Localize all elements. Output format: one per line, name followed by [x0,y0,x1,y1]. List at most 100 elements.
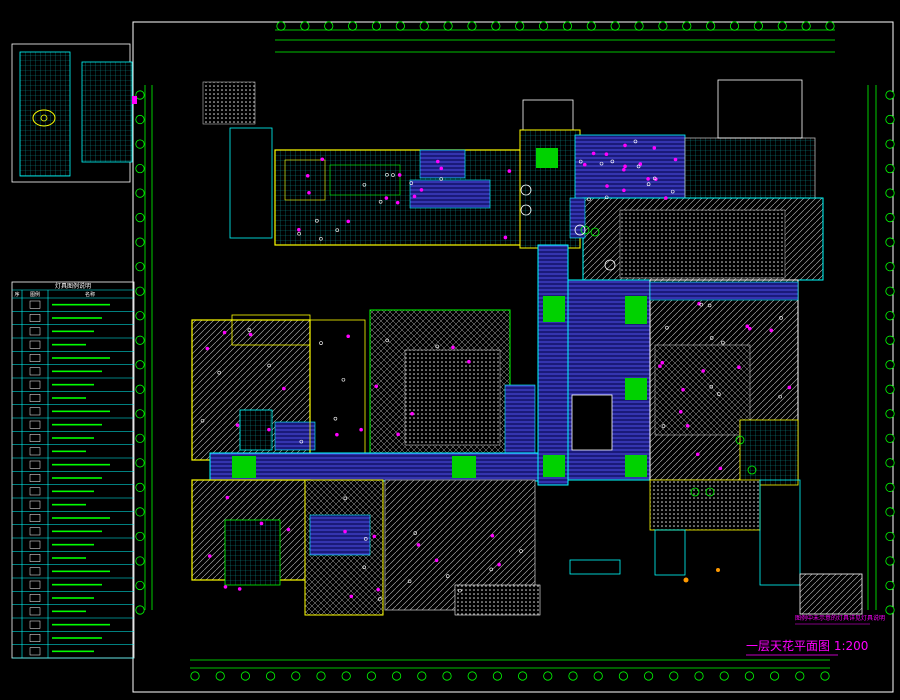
grid-axis-bubble [885,139,895,149]
grid-axis-bubble [795,671,805,681]
downlight [587,197,591,202]
legend-name-line [52,597,94,599]
grid-axis-bubble [135,433,145,443]
fire-sprinkler [410,411,414,416]
grid-axis-bubble [825,21,835,31]
grid-axis-bubble [801,21,811,31]
grid-axis-bubble [135,384,145,394]
grid-axis-bubble [885,433,895,443]
grid-axis-bubble [694,671,704,681]
exhaust-vent [604,259,616,271]
grid-axis-bubble [491,21,501,31]
legend-name-line [52,650,94,653]
grid-axis-bubble [135,580,145,591]
legend-symbol [29,340,41,349]
fire-sprinkler [451,345,455,350]
legend-col-name: 名称 [85,291,95,298]
fire-sprinkler [434,558,439,563]
downlight [435,344,439,349]
grid-axis-bubble [324,21,334,31]
fire-sprinkler [237,587,242,591]
fire-sprinkler [297,227,301,232]
ceiling-light [580,225,590,235]
grid-axis-bubble [135,188,145,198]
downlight [709,384,714,389]
fire-sprinkler [222,330,227,335]
legend-symbol [29,580,41,589]
fire-sprinkler [335,432,339,437]
grid-axis-bubble [885,311,895,321]
ceiling-light [747,465,757,475]
grid-axis-bubble [442,671,452,681]
grid-axis-bubble [135,507,145,517]
fire-sprinkler [591,151,596,156]
grid-axis-bubble [634,21,644,31]
drawing-frame [132,21,894,693]
grid-axis-bubble [538,21,549,31]
grid-axis-bubble [371,21,382,31]
grid-axis-bubble [291,671,301,681]
fire-sprinkler [490,533,495,538]
legend-symbol [29,327,41,336]
legend-symbol [29,487,41,496]
legend-name-line [52,610,86,613]
fire-sprinkler [747,326,752,331]
downlight [779,316,783,320]
legend-symbol [29,460,41,469]
legend-name-line [52,623,110,626]
fire-sprinkler [320,157,325,162]
grid-axis-bubble [135,139,145,149]
legend-col-index: 序 [14,291,19,298]
grid-axis-bubble [593,671,603,681]
grid-axis-bubble [517,671,528,681]
downlight [362,182,367,187]
fire-sprinkler [622,167,626,172]
grid-axis-bubble [885,163,895,174]
grid-axis-bubble [543,671,553,681]
grid-axis-bubble [135,360,145,370]
downlight [489,567,494,572]
fire-sprinkler [439,166,444,171]
downlight [646,182,651,187]
fire-sprinkler [207,554,212,558]
grid-axis-bubble [706,21,716,31]
exhaust-vent [520,184,532,196]
legend-symbol [29,554,41,562]
fire-sprinkler [718,466,723,471]
downlight [661,424,666,428]
downlight [343,496,348,501]
downlight [670,189,675,194]
grid-axis-bubble [744,671,755,681]
grid-axis-bubble [669,671,679,681]
legend-symbol [29,354,41,362]
downlight [378,199,383,204]
legend-name-line [52,317,102,319]
fire-sprinkler [652,146,657,150]
grid-axis-bubble [341,671,351,681]
downlight [721,340,725,345]
fire-sprinkler [419,188,424,192]
legend-name-line [52,637,102,639]
legend-header: 灯具图例说明 [55,282,91,290]
fire-sprinkler [503,235,508,240]
exhaust-vent [520,204,532,216]
fire-sprinkler [374,384,379,389]
grid-axis-bubble [610,21,620,31]
fire-sprinkler [660,360,665,365]
ceiling-light [590,227,600,237]
downlight [709,336,714,340]
downlight [385,172,389,177]
fire-sprinkler [397,173,402,177]
legend-symbol [29,514,41,522]
fire-sprinkler [678,409,683,414]
ceiling-light [735,435,745,445]
grid-axis-bubble [395,21,405,31]
grid-axis-bubble [316,671,326,681]
legend-symbol [29,634,41,642]
drawing-title: 一层天花平面图 1:200 [746,638,868,653]
downlight [778,394,782,399]
fire-sprinkler [282,386,286,391]
fire-sprinkler [638,162,643,166]
fire-sprinkler [604,152,609,157]
